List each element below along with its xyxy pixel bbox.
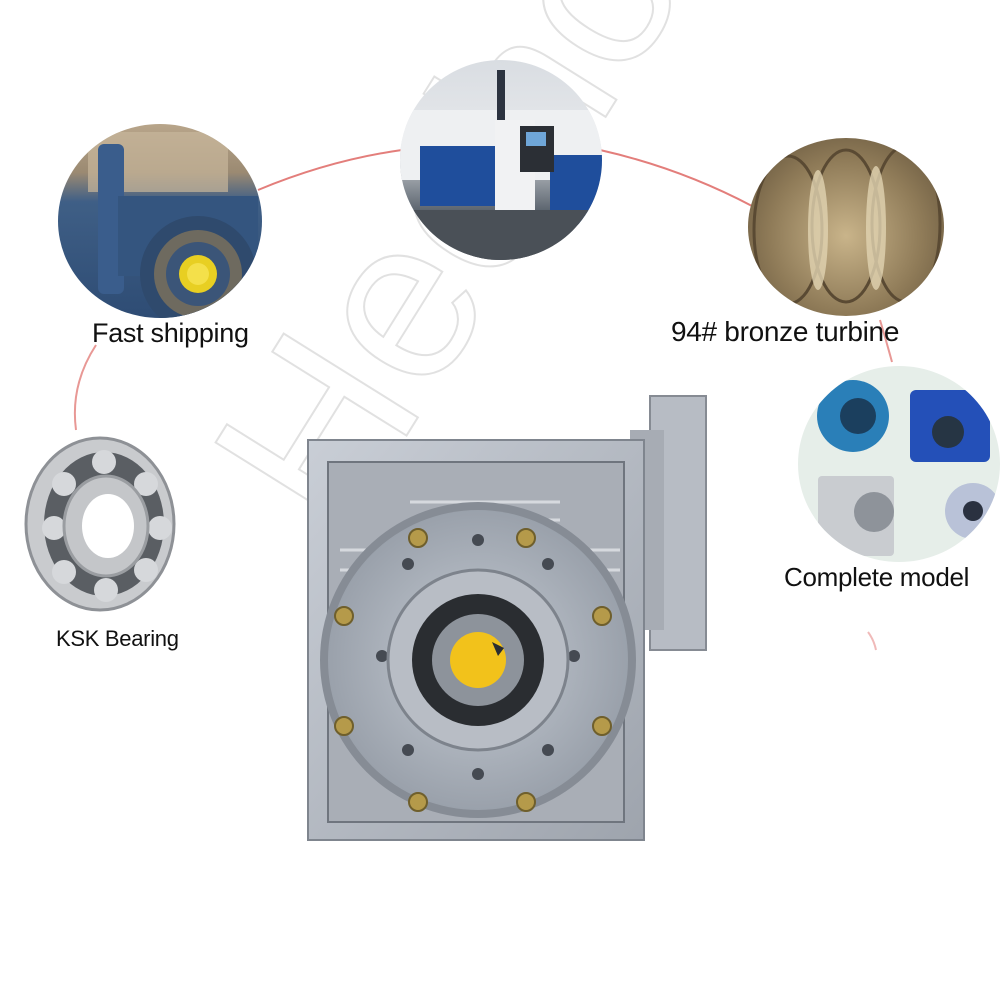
fast-shipping-image (58, 124, 262, 318)
worm-gear-reducer-image (307, 395, 707, 841)
fast-shipping-label: Fast shipping (92, 318, 249, 348)
ksk-bearing-image (20, 432, 180, 616)
bronze-turbine-image (748, 138, 944, 316)
complete-model-label: Complete model (784, 562, 970, 592)
complete-model-image (798, 366, 1000, 562)
factory-image (400, 60, 602, 260)
ksk-bearing-label: KSK Bearing (56, 626, 179, 651)
bronze-turbine-label: 94# bronze turbine (671, 316, 900, 347)
